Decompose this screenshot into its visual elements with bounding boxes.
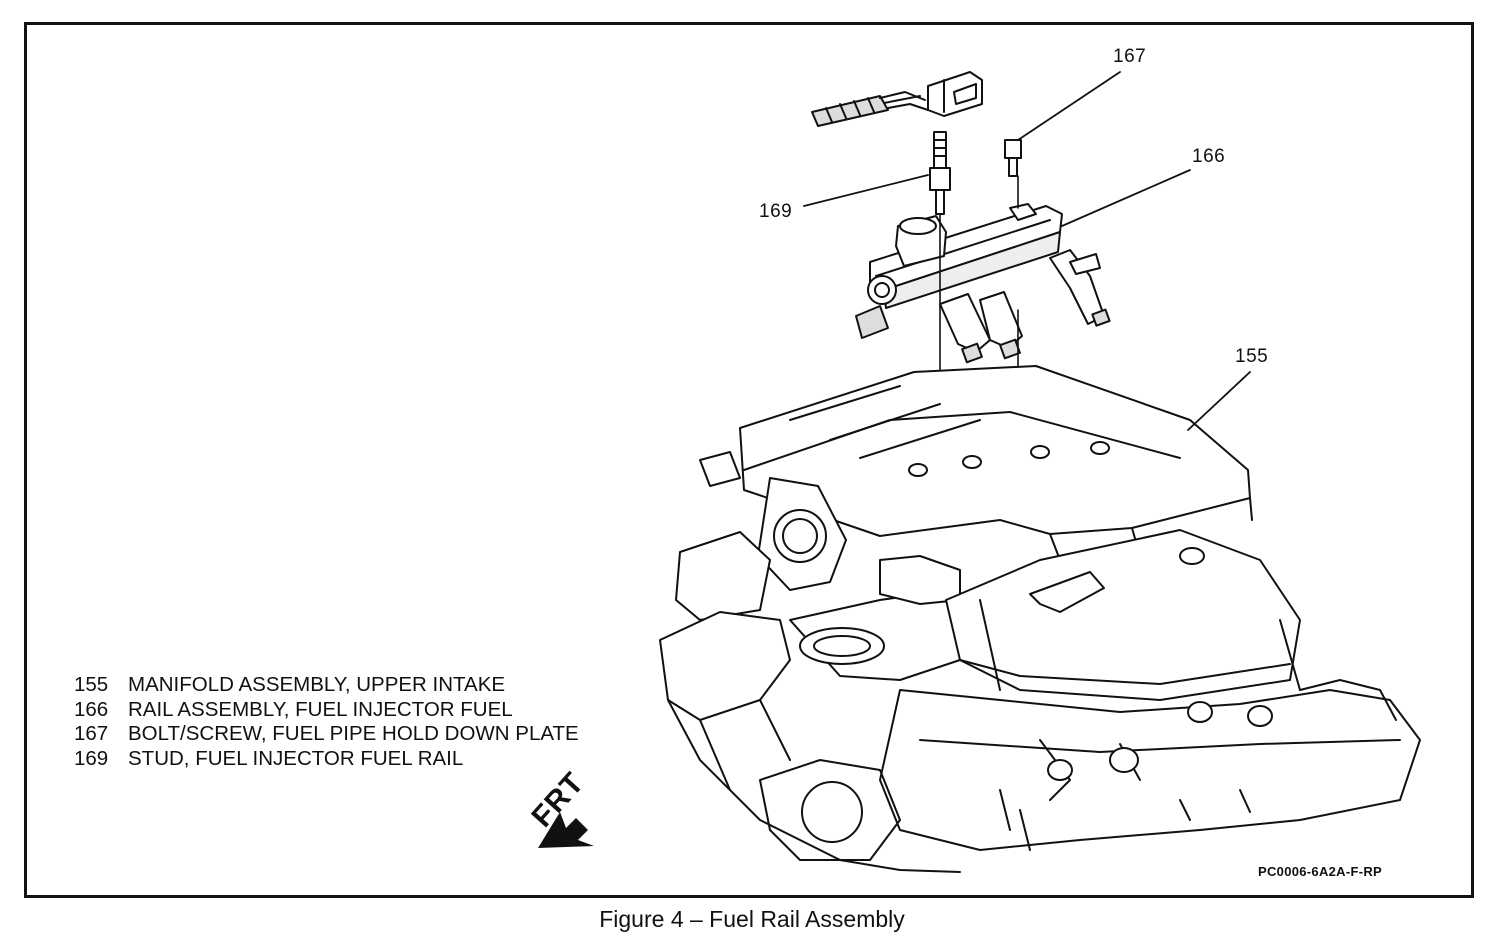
figure-code: PC0006-6A2A-F-RP: [1258, 864, 1383, 879]
fuel-injectors: [939, 291, 1023, 364]
legend-number: 167: [74, 722, 109, 745]
fuel-rail-stud: [929, 131, 951, 215]
legend-description: STUD, FUEL INJECTOR FUEL RAIL: [128, 746, 464, 770]
parts-legend: 155 MANIFOLD ASSEMBLY, UPPER INTAKE 166 RA…: [74, 673, 579, 771]
legend-description: MANIFOLD ASSEMBLY, UPPER INTAKE: [128, 673, 506, 696]
engine-block: [659, 529, 1421, 873]
callout-167: 167: [1113, 46, 1147, 67]
fuel-rail-assembly: [855, 203, 1111, 339]
upper-intake-manifold: [699, 365, 1253, 591]
legend-number: 166: [74, 697, 109, 721]
hold-down-bolt: [1004, 139, 1022, 177]
front-arrow-icon: [538, 812, 594, 848]
legend-description: RAIL ASSEMBLY, FUEL INJECTOR FUEL: [128, 697, 513, 721]
callout-169: 169: [759, 201, 793, 222]
callout-155: 155: [1235, 346, 1269, 367]
legend-row: 169 STUD, FUEL INJECTOR FUEL RAIL: [74, 747, 579, 772]
legend-number: 169: [74, 746, 109, 770]
legend-row: 155 MANIFOLD ASSEMBLY, UPPER INTAKE: [74, 673, 579, 698]
legend-row: 167 BOLT/SCREW, FUEL PIPE HOLD DOWN PLATE: [74, 722, 579, 747]
legend-number: 155: [74, 673, 109, 696]
leader-lines: [803, 71, 1251, 431]
legend-row: 166 RAIL ASSEMBLY, FUEL INJECTOR FUEL: [74, 698, 579, 723]
figure-caption: Figure 4 – Fuel Rail Assembly: [599, 906, 905, 932]
callout-166: 166: [1192, 146, 1226, 167]
wiring-harness: [811, 71, 983, 127]
legend-description: BOLT/SCREW, FUEL PIPE HOLD DOWN PLATE: [128, 722, 579, 745]
